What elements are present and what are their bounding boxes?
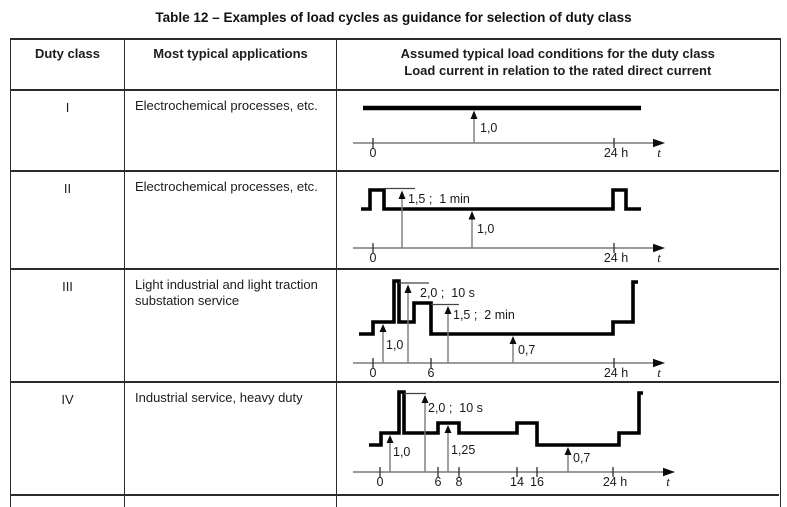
application-II: Electrochemical processes, etc. (125, 172, 337, 270)
up-arrowhead-icon (444, 425, 452, 433)
up-arrowhead-icon (444, 306, 452, 314)
axis-ticks (372, 358, 615, 368)
axis-ticks (379, 467, 614, 477)
load-cycle-diagram-I: 1,0 0 24 h t (337, 91, 779, 172)
label-level-1-0: 1,0 (386, 338, 403, 352)
axis-arrowhead-icon (653, 138, 665, 148)
partial-row-cell (11, 496, 125, 507)
tick-label-14: 14 (510, 475, 524, 489)
tick-label-24h: 24 h (604, 146, 628, 160)
header-duty-class: Duty class (11, 40, 125, 91)
tick-label-0: 0 (370, 366, 377, 380)
up-arrowhead-icon (564, 447, 572, 455)
up-arrowhead-icon (509, 336, 517, 344)
axis-variable-t: t (657, 145, 661, 160)
up-arrowhead-icon (386, 435, 394, 443)
load-curve (359, 279, 638, 336)
up-arrowhead-icon (404, 284, 412, 293)
tick-label-0: 0 (377, 475, 384, 489)
tick-label-16: 16 (530, 475, 544, 489)
tick-label-6: 6 (428, 366, 435, 380)
up-arrowhead-icon (470, 110, 478, 119)
diagram-IV-svg: 1,0 2,0 ; 10 s 1,25 0,7 0 6 8 14 16 24 h… (353, 390, 675, 489)
duty-class-II: II (11, 172, 125, 270)
diagram-I-svg: 1,0 0 24 h t (353, 105, 665, 160)
label-peak: 1,5 ; 1 min (408, 192, 470, 206)
load-cycle-diagram-IV: 1,0 2,0 ; 10 s 1,25 0,7 0 6 8 14 16 24 h… (337, 383, 779, 496)
duty-class-IV: IV (11, 383, 125, 496)
axis-arrowhead-icon (663, 467, 675, 477)
tick-label-24h: 24 h (603, 475, 627, 489)
label-level-1-0: 1,0 (480, 121, 497, 135)
tick-label-24h: 24 h (604, 251, 628, 265)
up-arrowhead-icon (398, 190, 406, 199)
label-low: 0,7 (518, 343, 535, 357)
tick-label-24h: 24 h (604, 366, 628, 380)
application-IV: Industrial service, heavy duty (125, 383, 337, 496)
diagram-III-svg: 1,0 2,0 ; 10 s 1,5 ; 2 min 0,7 0 6 24 h … (353, 279, 665, 380)
axis-variable-t: t (666, 474, 670, 489)
label-peak: 2,0 ; 10 s (428, 401, 483, 415)
load-cycle-diagram-III: 1,0 2,0 ; 10 s 1,5 ; 2 min 0,7 0 6 24 h … (337, 270, 779, 383)
label-peak: 2,0 ; 10 s (420, 286, 475, 300)
application-III: Light industrial and light traction subs… (125, 270, 337, 383)
tick-label-0: 0 (370, 251, 377, 265)
label-peak2: 1,25 (451, 443, 475, 457)
tick-label-6: 6 (435, 475, 442, 489)
axis-variable-t: t (657, 365, 661, 380)
label-level-1-0: 1,0 (477, 222, 494, 236)
label-peak2: 1,5 ; 2 min (453, 308, 515, 322)
duty-class-III: III (11, 270, 125, 383)
up-arrowhead-icon (379, 324, 387, 332)
header-applications: Most typical applications (125, 40, 337, 91)
axis-variable-t: t (657, 250, 661, 265)
table-title: Table 12 – Examples of load cycles as gu… (155, 10, 632, 25)
up-arrowhead-icon (421, 395, 429, 403)
axis-arrowhead-icon (653, 358, 665, 368)
application-I: Electrochemical processes, etc. (125, 91, 337, 172)
header-load-conditions: Assumed typical load conditions for the … (337, 40, 779, 91)
load-curve (369, 390, 643, 447)
up-arrowhead-icon (468, 211, 476, 220)
label-low: 0,7 (573, 451, 590, 465)
partial-row-cell (125, 496, 337, 507)
load-curve (361, 188, 641, 211)
header-conditions-line2: Load current in relation to the rated di… (404, 62, 712, 78)
partial-row-cell (337, 496, 779, 507)
header-conditions-line1: Assumed typical load conditions for the … (400, 46, 715, 61)
diagram-II-svg: 1,5 ; 1 min 1,0 0 24 h t (353, 187, 665, 265)
load-cycle-diagram-II: 1,5 ; 1 min 1,0 0 24 h t (337, 172, 779, 270)
tick-label-0: 0 (370, 146, 377, 160)
duty-class-table: Duty class Most typical applications Ass… (10, 38, 781, 507)
label-level-1-0: 1,0 (393, 445, 410, 459)
axis-ticks (372, 243, 615, 253)
tick-label-8: 8 (456, 475, 463, 489)
duty-class-I: I (11, 91, 125, 172)
axis-arrowhead-icon (653, 243, 665, 253)
axis-ticks (372, 138, 615, 148)
